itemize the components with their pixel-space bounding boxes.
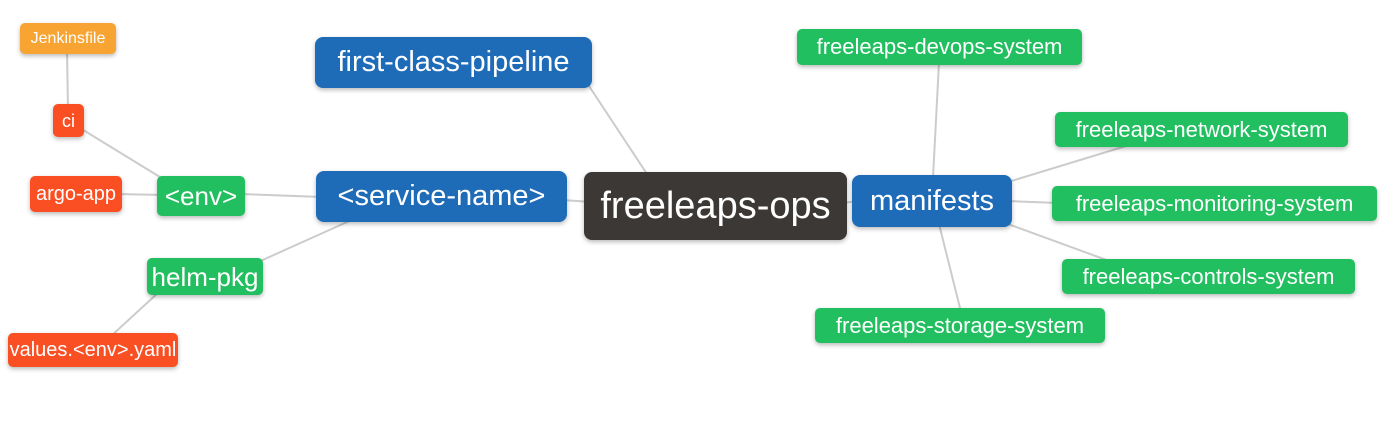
node-argo-app[interactable]: argo-app bbox=[30, 176, 122, 212]
node-values-env-yaml[interactable]: values.<env>.yaml bbox=[8, 333, 178, 367]
edge-manifests-to-freeleaps-network-system bbox=[1007, 145, 1127, 183]
node-freeleaps-controls-system[interactable]: freeleaps-controls-system bbox=[1062, 259, 1355, 294]
node-first-class-pipeline[interactable]: first-class-pipeline bbox=[315, 37, 592, 88]
edge-manifests-to-freeleaps-controls-system bbox=[1007, 223, 1113, 263]
node-freeleaps-devops-system[interactable]: freeleaps-devops-system bbox=[797, 29, 1082, 65]
edge-values-env-yaml-to-helm-pkg bbox=[109, 290, 161, 338]
node-env[interactable]: <env> bbox=[157, 176, 245, 216]
edge-ci-to-env bbox=[79, 127, 169, 183]
node-jenkinsfile[interactable]: Jenkinsfile bbox=[20, 23, 116, 54]
node-freeleaps-storage-system[interactable]: freeleaps-storage-system bbox=[815, 308, 1105, 343]
node-manifests[interactable]: manifests bbox=[852, 175, 1012, 227]
edge-first-class-pipeline-to-freeleaps-ops bbox=[586, 82, 650, 178]
node-freeleaps-ops[interactable]: freeleaps-ops bbox=[584, 172, 847, 240]
node-ci[interactable]: ci bbox=[53, 104, 84, 137]
edge-manifests-to-freeleaps-storage-system bbox=[938, 223, 962, 313]
edge-manifests-to-freeleaps-devops-system bbox=[932, 61, 940, 179]
edge-manifests-to-freeleaps-monitoring-system bbox=[1007, 200, 1059, 204]
edge-env-to-service-name bbox=[239, 193, 323, 198]
node-helm-pkg[interactable]: helm-pkg bbox=[147, 258, 263, 295]
node-freeleaps-monitoring-system[interactable]: freeleaps-monitoring-system bbox=[1052, 186, 1377, 221]
node-freeleaps-network-system[interactable]: freeleaps-network-system bbox=[1055, 112, 1348, 147]
edge-helm-pkg-to-service-name bbox=[255, 217, 357, 264]
node-service-name[interactable]: <service-name> bbox=[316, 171, 567, 222]
edge-jenkinsfile-to-ci bbox=[66, 49, 69, 111]
